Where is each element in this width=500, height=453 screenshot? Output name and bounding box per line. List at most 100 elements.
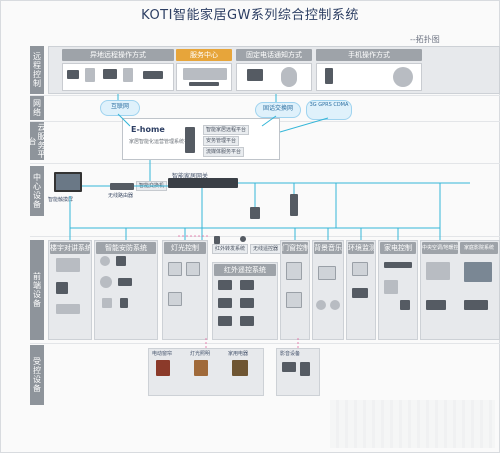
front-group-window [280, 240, 310, 340]
light-switch-icon [168, 262, 182, 276]
laptop-icon [67, 70, 79, 79]
platform-service: 流媒体服务平台 [203, 147, 245, 157]
floor-heating-icon [426, 300, 446, 310]
landline-phone-icon [247, 69, 263, 81]
curtain-switch-icon [286, 262, 302, 280]
ir-forward-tag: 红外转发系统 [212, 244, 249, 254]
appliance-header: 家电控制 [380, 242, 416, 254]
ehome-description: 家居智能化运营管理系统平台 [129, 139, 195, 145]
dome-camera-icon [100, 276, 112, 288]
dimmer-switch-icon [186, 262, 200, 276]
band-label-front: 前端设备 [30, 240, 44, 340]
router-label: 无线路由器 [108, 193, 134, 199]
curtain-icon [156, 360, 170, 376]
hvac-header: 中央空调/地暖控制系统 [422, 242, 458, 254]
scene-switch-icon [168, 292, 182, 306]
door-station-icon [290, 194, 298, 216]
intercom-monitor-icon [56, 304, 80, 314]
intercom-indoor-icon [56, 258, 80, 272]
phone-notify-header: 固定电话通知方式 [236, 49, 312, 61]
projector-icon [464, 300, 488, 310]
service-center-box [176, 63, 232, 91]
mobile-network-cloud: 3G GPRS CDMA [306, 100, 352, 120]
tv-icon [240, 280, 254, 290]
remote-control-icon [214, 236, 220, 244]
socket-icon [384, 280, 398, 294]
band-label-center: 中心设备 [30, 166, 44, 216]
band-label-controlled: 受控设备 [30, 345, 44, 405]
relay-icon [400, 300, 410, 310]
av-label: 影音设备 [280, 351, 301, 357]
gateway-device-icon [168, 178, 238, 188]
router-icon [110, 183, 134, 190]
person-icon [281, 67, 297, 87]
speaker-icon [330, 300, 340, 310]
band-label-remote: 远程控制 [30, 46, 44, 94]
front-group-audio [312, 240, 344, 340]
av-receiver-icon [282, 362, 296, 372]
mobile-operation-header: 手机操作方式 [316, 49, 422, 61]
env-sensor-icon [352, 262, 368, 276]
lamp-icon [194, 360, 208, 376]
ehome-platform-box: E-home 家居智能化运营管理系统平台 智能家居远程平台 安务管理平台 流媒体… [122, 118, 280, 160]
remote-section-header: 异地远程操作方式 [62, 49, 174, 61]
keyboard-icon [143, 71, 163, 79]
hvac-unit-icon [426, 262, 450, 280]
audio-header: 背景音乐系统 [314, 242, 342, 254]
server-icon [183, 68, 227, 80]
security-header: 智能安防系统 [96, 242, 156, 254]
band-label-cloud: 云服务平台 [28, 122, 46, 160]
diagram-subtitle: --拓扑图 [410, 35, 440, 44]
front-group-intercom [48, 240, 92, 340]
watermark-area [330, 400, 495, 448]
tablet-icon [123, 68, 133, 82]
controlled-group-av [276, 348, 320, 396]
motion-sensor-icon [116, 256, 126, 266]
telecom-network-cloud: 固话交换网 [255, 102, 301, 118]
lighting-header: 灯光控制 [164, 242, 206, 254]
tv-icon [240, 316, 254, 326]
server-tower-icon [185, 127, 195, 153]
intercom-outdoor-icon [56, 282, 68, 294]
tv-icon [218, 298, 232, 308]
person-icon [393, 67, 413, 87]
connector-line [117, 113, 131, 127]
env-header: 环境监测 [348, 242, 374, 254]
smoke-detector-icon [100, 256, 110, 266]
appliance-label: 家用电器 [228, 351, 249, 357]
door-sensor-icon [102, 298, 112, 308]
band-label-network: 网络 [30, 96, 44, 120]
home-theater-icon [464, 262, 492, 282]
theater-header: 家庭影院系统 [460, 242, 498, 254]
mobile-phone-icon [325, 68, 333, 84]
music-panel-icon [318, 266, 336, 280]
diagram-title: KOTI智能家居GW系列综合控制系统 [141, 8, 359, 23]
remote-devices-box [62, 63, 174, 91]
monitor-icon [103, 69, 117, 79]
connector-line [279, 117, 329, 133]
bullet-camera-icon [118, 278, 132, 286]
ac-controller-icon [384, 262, 412, 268]
band-divider [30, 343, 500, 344]
tv-icon [218, 280, 232, 290]
front-group-hvac [420, 240, 500, 340]
service-center-header: 服务中心 [176, 49, 232, 61]
thermostat-icon [352, 288, 368, 298]
phone-notify-box [236, 63, 312, 91]
window-switch-icon [286, 292, 302, 308]
pda-icon [85, 68, 95, 82]
speaker-icon [300, 362, 310, 376]
platform-service: 安务管理平台 [203, 136, 240, 146]
band-divider [30, 163, 500, 164]
tv-icon [218, 316, 232, 326]
connector-line [261, 115, 277, 127]
rack-icon [189, 82, 219, 86]
band-divider [30, 236, 500, 237]
gateway-label: 智能家居网关 [172, 173, 209, 180]
front-group-lighting [162, 240, 208, 340]
platform-service: 智能家居远程平台 [203, 125, 250, 135]
lighting-label: 灯光照明 [190, 351, 211, 357]
curtain-label: 电动窗帘 [152, 351, 173, 357]
mobile-operation-box [316, 63, 422, 91]
